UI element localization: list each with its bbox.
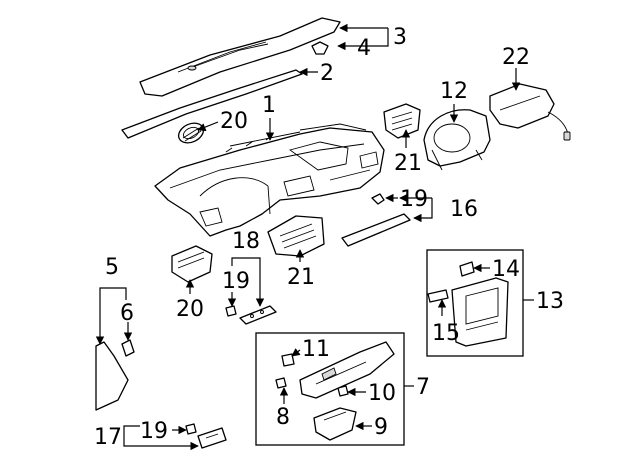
callout-11: 11: [302, 337, 330, 362]
grille-clip-part-4: [311, 41, 329, 55]
glove-box-door-part: [299, 341, 395, 399]
callout-7: 7: [416, 375, 430, 400]
switch-panel-part: [239, 305, 277, 325]
callout-8: 8: [276, 405, 290, 430]
callout-14: 14: [492, 257, 520, 282]
callout-17: 17: [94, 425, 122, 450]
bezel-clip-part-14: [459, 261, 475, 277]
airbag-module-part: [489, 83, 571, 141]
switch-bracket-part: [197, 427, 227, 449]
fastener-screws: [185, 193, 385, 435]
radio-bezel-part: [451, 277, 509, 347]
callout-4: 4: [357, 36, 371, 61]
leader-lines: [95, 23, 534, 451]
callout-18: 18: [232, 229, 260, 254]
callout-2: 2: [320, 61, 334, 86]
radio-bezel-group-box: [426, 249, 524, 357]
callout-12: 12: [440, 79, 468, 104]
callout-19-top: 19: [400, 187, 428, 212]
glove-box-bin-part: [313, 407, 357, 441]
callout-23: 21: [287, 265, 315, 290]
callout-24: 22: [502, 45, 530, 70]
callout-19-mid: 19: [222, 269, 250, 294]
callout-21: 21: [394, 151, 422, 176]
callout-16: 16: [450, 197, 478, 222]
callout-1: 1: [262, 93, 276, 118]
callout-5: 5: [105, 255, 119, 280]
callout-10: 10: [368, 381, 396, 406]
bezel-clip-part-15: [427, 289, 449, 303]
callout-22: 20: [176, 297, 204, 322]
instrument-panel-part: [154, 123, 385, 237]
callout-6: 6: [120, 301, 134, 326]
left-vent-part: [171, 245, 213, 283]
round-vent-part: [177, 122, 205, 144]
callout-labels: 3 4 2 1 20 22 12 21 19 16 18 19 21 20 5 …: [94, 25, 564, 450]
side-vent-part: [383, 103, 421, 139]
end-cap-part: [95, 341, 129, 411]
end-cap-clip-part-6: [121, 339, 135, 357]
callout-15: 15: [432, 321, 460, 346]
callout-9: 9: [374, 415, 388, 440]
center-vent-part: [267, 215, 325, 257]
callout-20: 20: [220, 109, 248, 134]
cluster-bezel-part: [423, 109, 491, 171]
glove-box-group-box: [255, 332, 405, 446]
lower-strip-part: [341, 213, 411, 247]
callout-3: 3: [393, 25, 407, 50]
callout-19-bottom: 19: [140, 419, 168, 444]
defroster-grille-part: [139, 17, 341, 97]
callout-13: 13: [536, 289, 564, 314]
